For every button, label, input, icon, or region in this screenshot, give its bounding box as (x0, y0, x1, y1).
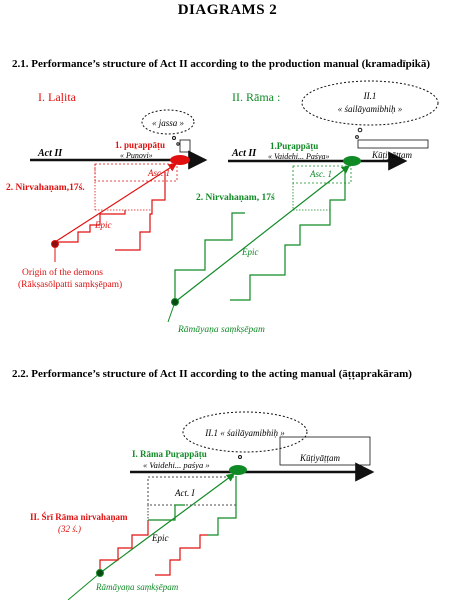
acting-act-label: Act. I (174, 488, 195, 498)
lalita-small-box (179, 139, 191, 153)
acting-staircase-green (148, 504, 185, 521)
rama-kutiyattam-box (357, 139, 429, 149)
rama-ramayana-label: Rāmāyaṇa saṃkṣēpam (177, 325, 265, 335)
rama-purappadu-node (343, 156, 361, 166)
acting-manual-diagram: II.1 « śailāyamibhiḥ » Kūṭiyāṭṭam I. Rām… (30, 411, 375, 600)
rama-staircase-left (174, 212, 245, 302)
rama-bubble-line2: « śailāyamibhiḥ » (338, 104, 403, 114)
lalita-origin-node (51, 240, 59, 248)
rama-origin-node (171, 298, 179, 306)
acting-kutiyattam-box (279, 436, 371, 466)
acting-staircase-green-right (208, 476, 237, 536)
acting-thought-bubble (182, 411, 308, 453)
acting-bubble-text: II.1 « śailāyamibhiḥ » (204, 428, 285, 438)
lalita-bubble-text: « jassa » (152, 118, 185, 128)
rama-diagonal-arrow (174, 165, 350, 303)
lalita-purappadu-node (170, 155, 190, 165)
lalita-staircase-lower (55, 210, 126, 243)
lalita-diagonal-arrow (54, 163, 178, 243)
lalita-staircase-right (115, 172, 166, 251)
lalita-diagram: I. Laḷita « jassa » 1. puṟappāṭu « Punov… (6, 90, 208, 290)
rama-asc-box (292, 165, 352, 184)
rama-epic-label: Epic (241, 247, 259, 257)
lalita-title: I. Laḷita (38, 90, 77, 104)
bubble-dot (357, 127, 363, 133)
acting-origin-node (96, 569, 104, 577)
bubble-dot (172, 136, 176, 140)
lalita-nirvahanam: 2. Nirvahaṇam,17ś. (6, 183, 85, 193)
lalita-epic-label: Epic (94, 220, 112, 230)
rama-bubble-line1: II.1 (363, 91, 377, 101)
lalita-asc-box (94, 163, 178, 182)
rama-staircase-right (230, 168, 346, 301)
lalita-thought-bubble (141, 109, 195, 135)
lalita-purappadu: 1. puṟappāṭu (115, 140, 165, 150)
page-title: DIAGRAMS 2 (177, 2, 278, 18)
lalita-asc-label: Asc. 1 (147, 168, 170, 178)
bubble-dot (355, 135, 359, 139)
acting-diagonal-arrow (99, 473, 235, 574)
rama-diagram: II. Rāma : II.1 « śailāyamibhiḥ » 1.Puṟa… (167, 80, 439, 335)
bubble-dot (176, 142, 180, 146)
section-1-heading: 2.1. Performance’s structure of Act II a… (12, 58, 431, 70)
bubble-dot (238, 455, 242, 459)
acting-nirvahanam-sub: (32 ś.) (58, 524, 81, 534)
acting-origin-stem (67, 572, 101, 600)
rama-thought-bubble (301, 80, 439, 126)
rama-purappadu: 1.Puṟappāṭu (270, 141, 318, 151)
acting-purappadu: I. Rāma Puṟappāṭu (132, 449, 207, 459)
lalita-act-label: Act II (37, 148, 63, 159)
rama-nirvahanam: 2. Nirvahaṇam, 17ś (196, 193, 275, 203)
lalita-origin-line2: (Rākṣasōlpatti saṃkṣēpam) (18, 279, 122, 290)
acting-staircase-red (99, 520, 149, 573)
acting-nirvahanam: II. Śrī Rāma nirvahaṇam (30, 512, 128, 522)
acting-staircase-red-right (155, 534, 208, 576)
rama-act-label: Act II (231, 148, 257, 159)
rama-title: II. Rāma : (232, 90, 280, 104)
acting-kutiyattam: Kūṭiyāṭṭam (299, 453, 340, 463)
lalita-purappadu-quote: « Punovi» (120, 151, 153, 160)
rama-kutiyattam: Kūṭiyāṭṭam (371, 150, 412, 160)
acting-epic-label: Epic (151, 533, 169, 543)
rama-asc-label: Asc. 1 (309, 169, 332, 179)
acting-purappadu-node (229, 465, 247, 475)
acting-ramayana-label: Rāmāyaṇa saṃkṣēpam (95, 582, 179, 592)
acting-purappadu-quote: « Vaidehi... paśya » (143, 460, 210, 470)
section-2-heading: 2.2. Performance’s structure of Act II a… (12, 368, 412, 380)
lalita-origin-line1: Origin of the demons (22, 267, 103, 278)
rama-purappadu-quote: « Vaidehi... Paśya» (268, 152, 330, 161)
